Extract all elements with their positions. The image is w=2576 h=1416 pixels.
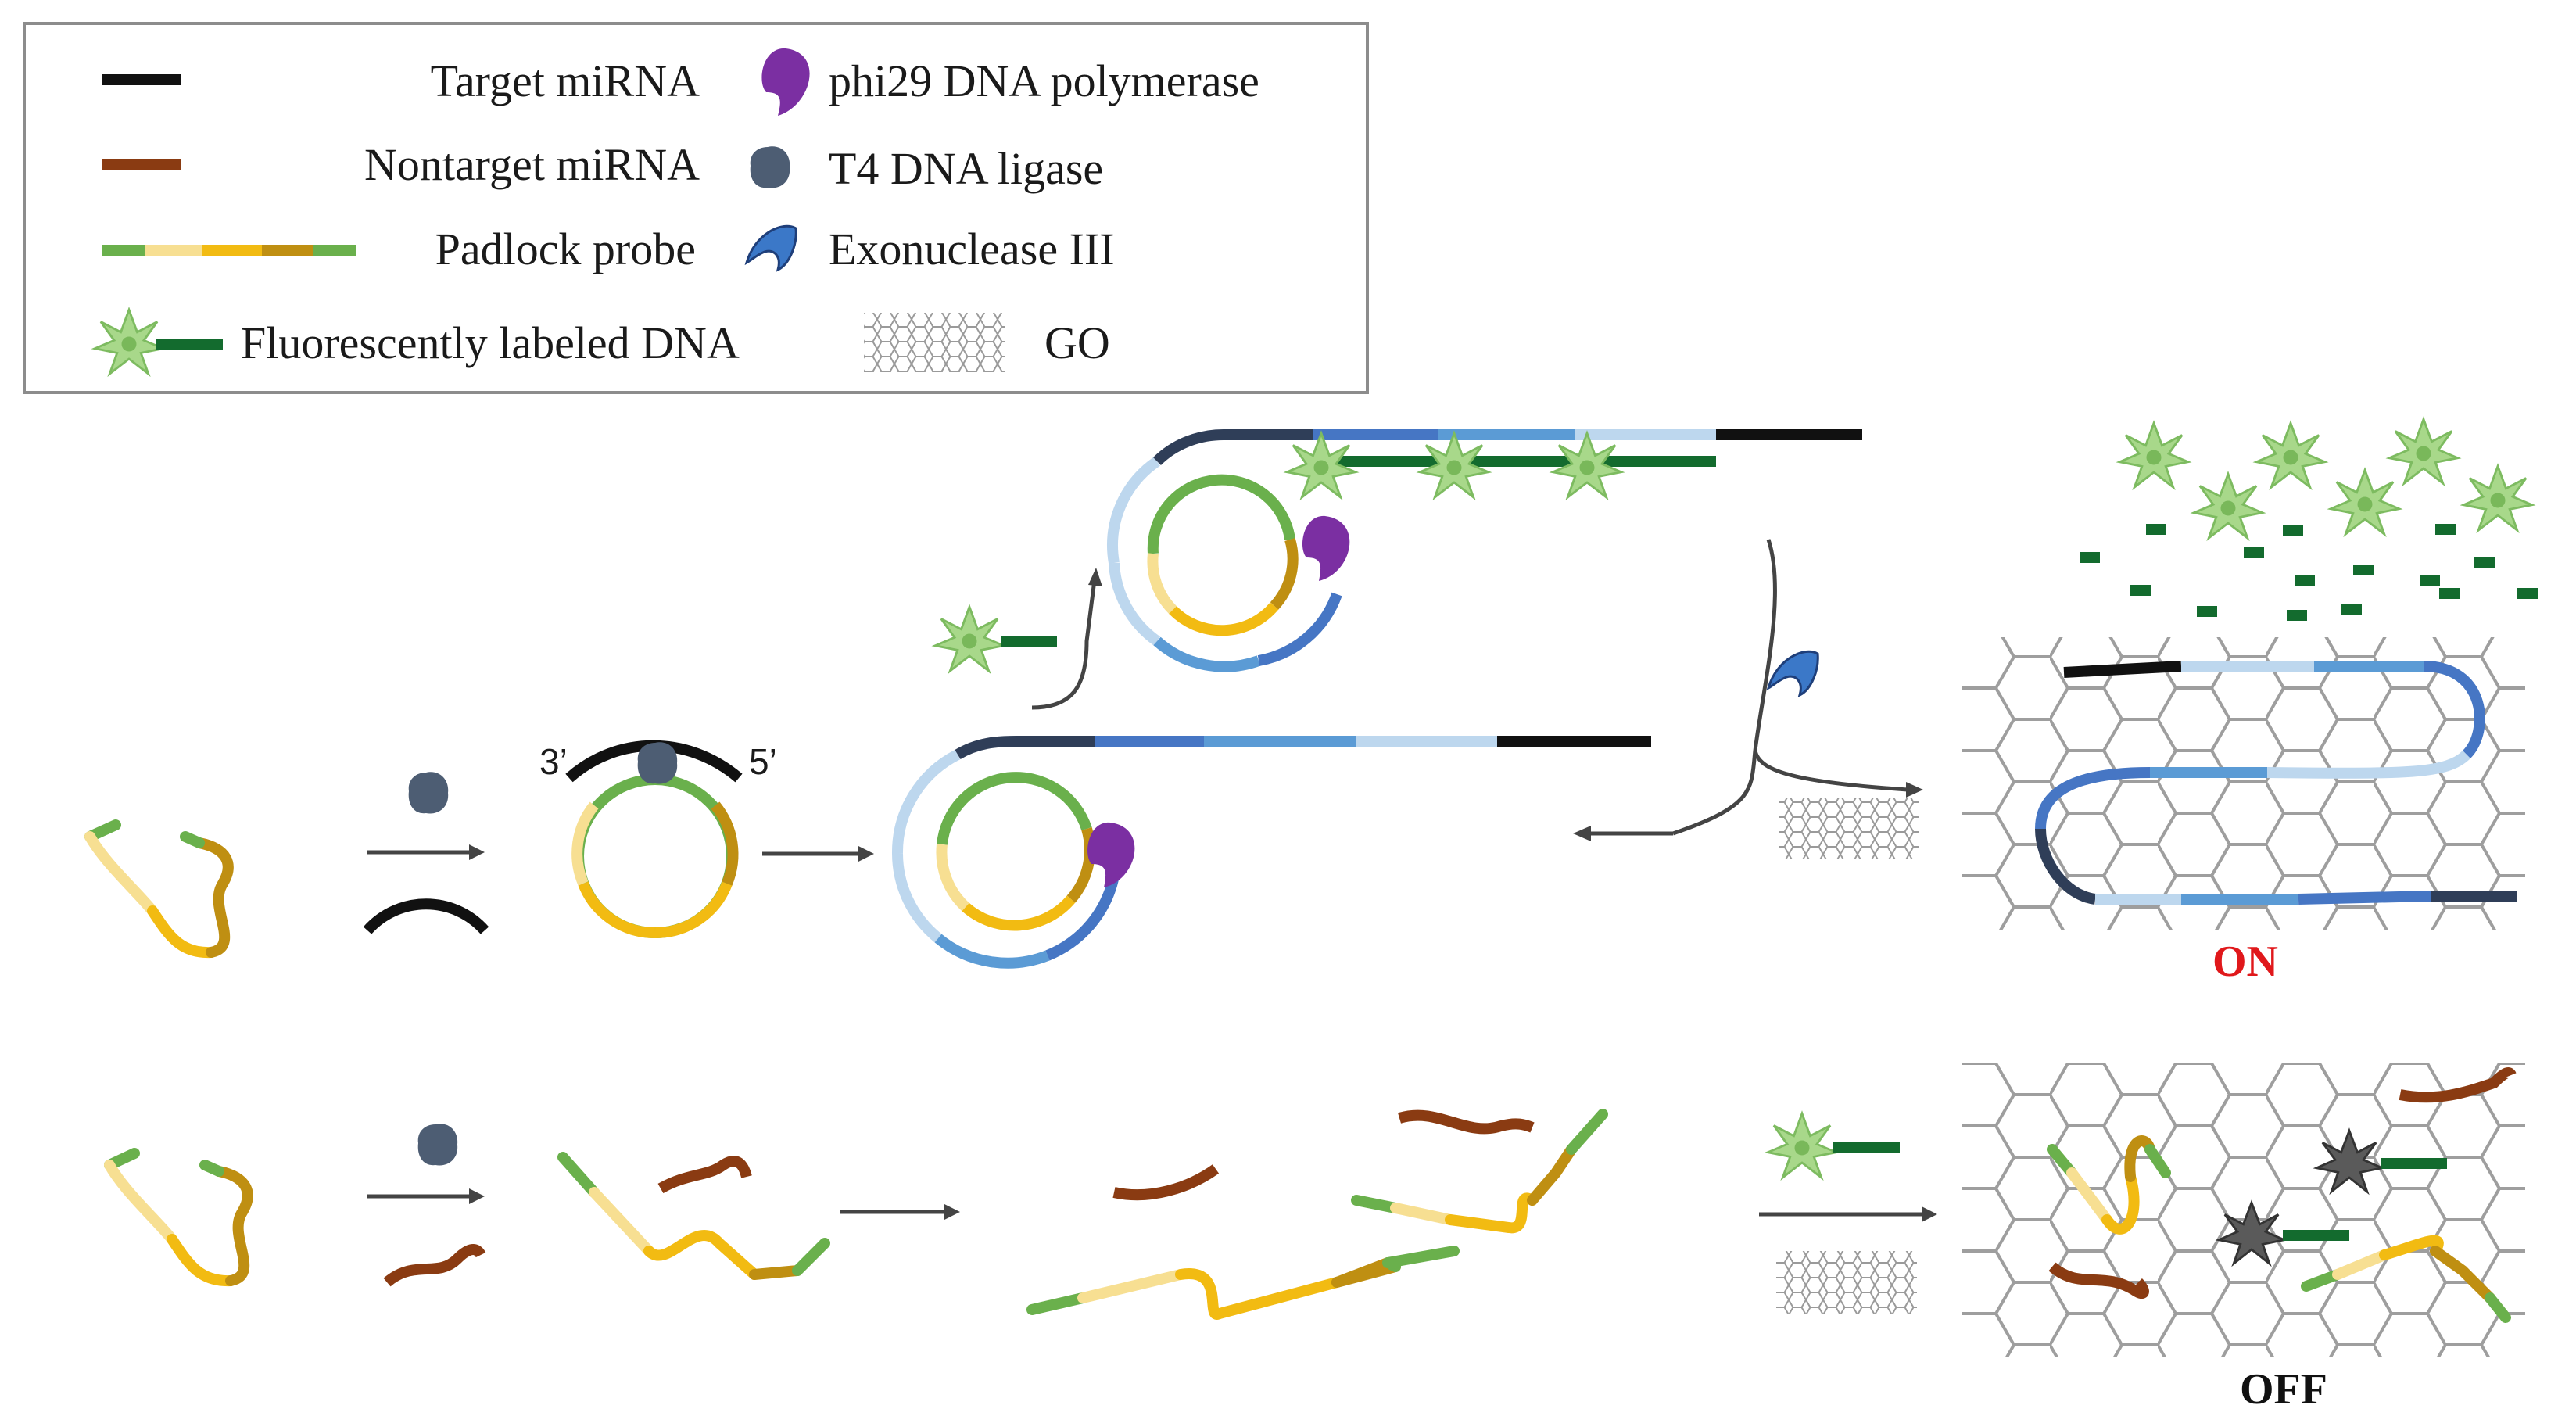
rca-product: [891, 736, 1651, 969]
three-prime-label: 3’: [539, 741, 568, 782]
nontarget-mirna-strand: [1112, 1164, 1220, 1201]
legend-box: [23, 22, 1369, 394]
quenched-fluorophore: [2217, 1201, 2349, 1265]
fluorescent-probe-input: [933, 605, 1057, 672]
arrow-to-rca: [762, 846, 874, 862]
adsorbed-nontarget-mirna: [2399, 1067, 2517, 1103]
legend: Target miRNA Nontarget miRNA Padlock pro…: [23, 22, 1369, 394]
exonuclease-icon: [1766, 650, 1819, 697]
t4-ligase-icon: [408, 772, 449, 814]
rca-padlock-circle-top: [1147, 474, 1299, 636]
fluorescent-probe-input: [1766, 1112, 1900, 1179]
free-probe: [1026, 1246, 1460, 1320]
legend-go: GO: [1044, 317, 1110, 368]
on-label: ON: [2212, 937, 2278, 986]
phi29-icon: [761, 48, 810, 116]
legend-target-mirna: Target miRNA: [431, 56, 700, 106]
free-probe: [1351, 1109, 1608, 1234]
unligated-probe: [557, 1152, 830, 1280]
legend-fluorescent-dna: Fluorescently labeled DNA: [241, 317, 740, 368]
go-sheet-on: [1962, 637, 2525, 930]
target-pathway: 3’ 5’: [84, 418, 2538, 986]
nontarget-mirna-strand: [383, 1244, 486, 1287]
adsorbed-probe: [2047, 1135, 2171, 1235]
circularized-probe: [571, 774, 739, 939]
go-sheet-off: [1962, 1063, 2525, 1357]
rca-padlock-circle: [936, 772, 1095, 931]
go-icon: [1779, 798, 1919, 859]
exonuclease-icon: [744, 224, 797, 272]
t4-ligase-icon: [637, 742, 678, 784]
off-label: OFF: [2240, 1365, 2327, 1414]
arrow-to-no-rca: [840, 1204, 960, 1220]
arrow-to-probe-binding: [1031, 568, 1102, 710]
rca-product-hybridized: [1107, 429, 1862, 672]
legend-exonuclease: Exonuclease III: [829, 224, 1115, 274]
phi29-icon: [1087, 822, 1135, 887]
open-padlock-probe: [84, 819, 234, 959]
arrow-exonuclease-digestion: [1573, 539, 1923, 841]
t4-ligase-icon: [750, 146, 790, 188]
legend-nontarget-mirna: Nontarget miRNA: [364, 139, 700, 190]
adsorbed-probe: [2301, 1235, 2511, 1323]
go-icon: [864, 313, 1005, 372]
nontarget-pathway: OFF: [104, 1063, 2525, 1414]
nontarget-mirna-strand: [657, 1156, 752, 1194]
open-padlock-probe: [104, 1148, 253, 1287]
arrow-no-ligation: [367, 1188, 485, 1204]
t4-ligase-icon: [417, 1124, 458, 1166]
legend-phi29: phi29 DNA polymerase: [829, 56, 1259, 106]
target-mirna-strand: [363, 898, 489, 934]
fluorescent-dna-swatch: [93, 308, 223, 375]
released-fluorophores: [2080, 418, 2538, 621]
arrow-to-go-off: [1759, 1206, 1937, 1222]
adsorbed-rca-product: [2035, 661, 2517, 905]
legend-padlock-probe: Padlock probe: [435, 224, 696, 274]
go-icon: [1776, 1251, 1917, 1314]
quenched-fluorophore: [2315, 1129, 2447, 1193]
adsorbed-nontarget-mirna: [2048, 1262, 2149, 1299]
legend-t4-ligase: T4 DNA ligase: [829, 143, 1103, 194]
phi29-icon: [1302, 515, 1350, 581]
nontarget-mirna-strand: [1397, 1109, 1535, 1135]
arrow-ligation: [367, 844, 485, 860]
five-prime-label: 5’: [749, 741, 777, 782]
